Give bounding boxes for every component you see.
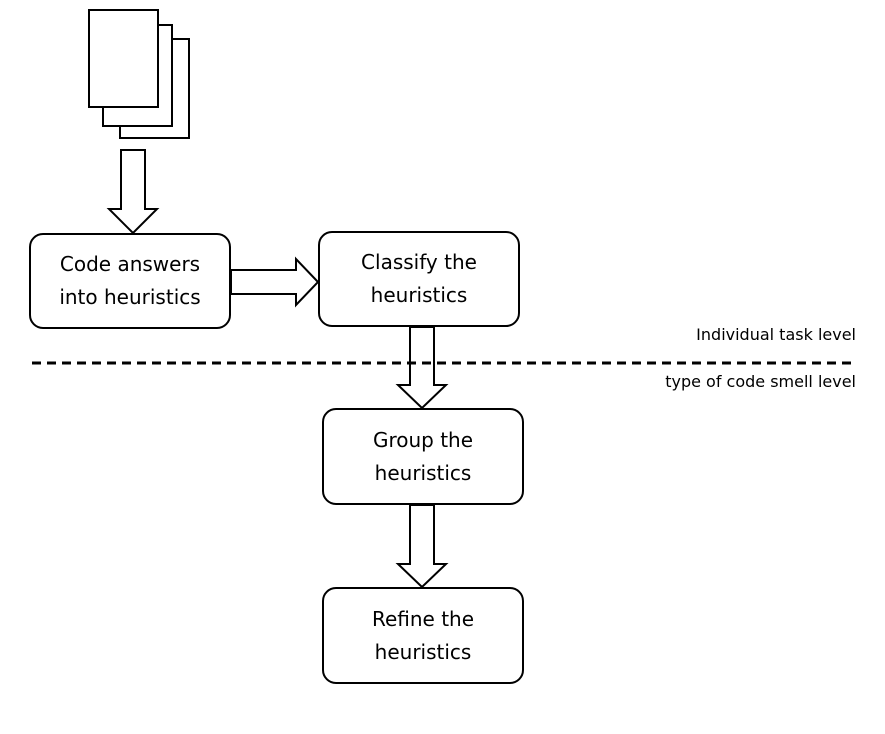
node-refine-line-2: heuristics <box>374 639 472 664</box>
node-classify: Classify the heuristics <box>318 231 520 327</box>
arrow-documents-to-code <box>106 149 160 235</box>
node-group-line-2: heuristics <box>374 460 472 485</box>
document-sheet-front <box>88 9 159 108</box>
node-group-line-1: Group the <box>372 427 474 452</box>
node-group: Group the heuristics <box>322 408 524 505</box>
node-group-label: Group the heuristics <box>373 424 473 490</box>
node-code-answers-label: Code answers into heuristics <box>59 248 200 314</box>
node-code-answers-line-2: into heuristics <box>59 285 201 309</box>
node-code-answers: Code answers into heuristics <box>29 233 231 329</box>
level-label-upper: Individual task level <box>696 325 856 344</box>
node-refine-line-1: Refine the <box>371 606 475 631</box>
node-refine-label: Refine the heuristics <box>372 603 474 669</box>
level-label-lower: type of code smell level <box>665 372 856 391</box>
arrow-code-to-classify <box>230 256 320 308</box>
node-classify-line-2: heuristics <box>370 283 468 307</box>
stacked-documents-icon <box>88 9 190 139</box>
node-refine: Refine the heuristics <box>322 587 524 684</box>
node-code-answers-line-1: Code answers <box>59 252 201 276</box>
node-classify-label: Classify the heuristics <box>361 246 477 312</box>
arrow-classify-to-group <box>395 326 449 410</box>
arrow-group-to-refine <box>395 504 449 589</box>
node-classify-line-1: Classify the <box>361 250 477 274</box>
